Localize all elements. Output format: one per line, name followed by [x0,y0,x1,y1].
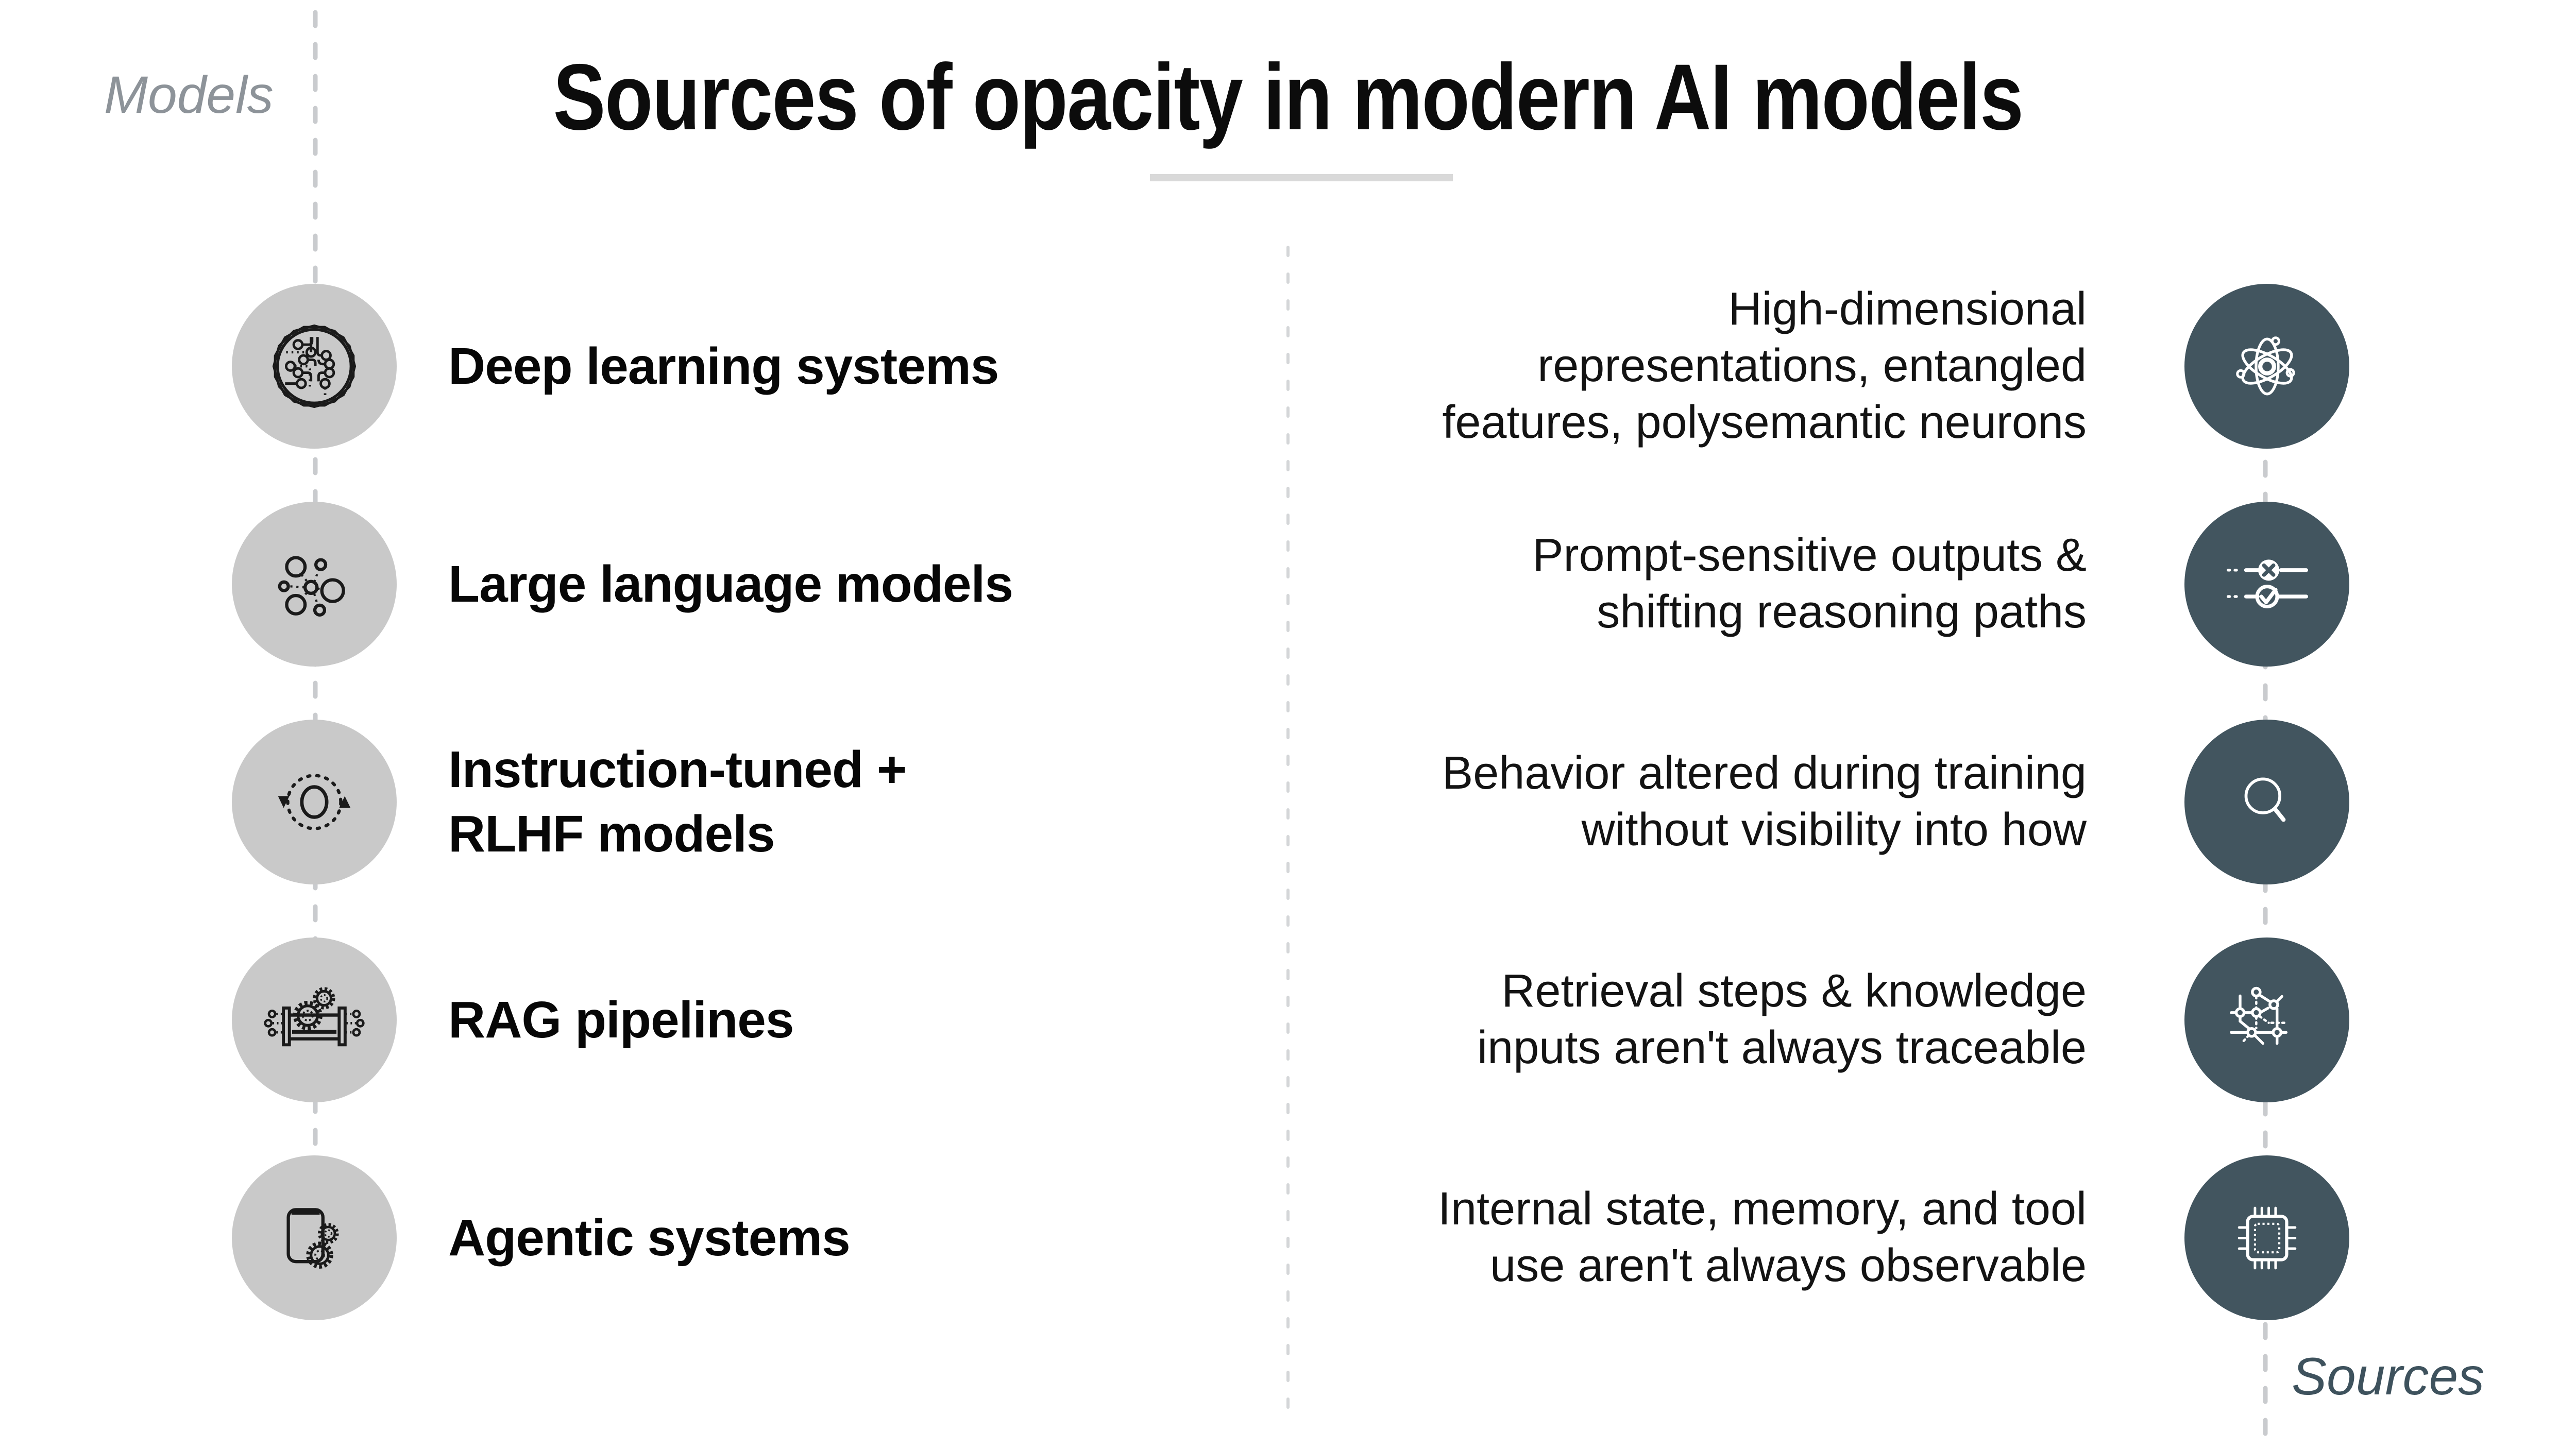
model-label: RAG pipelines [448,991,794,1049]
pipeline-gears-icon [264,987,365,1047]
model-bubble [232,1155,397,1320]
model-bubble [232,284,397,449]
source-bubble [2184,1155,2349,1320]
source-bubble [2184,720,2349,884]
page-title: Sources of opacity in modern AI models [553,44,2024,149]
model-bubble [232,720,397,884]
model-label: Agentic systems [448,1208,851,1267]
source-description: High-dimensional representations, entang… [1442,283,2087,448]
model-label: Large language models [448,555,1013,613]
sources-column-label: Sources [2292,1347,2485,1406]
route-map-icon [2229,986,2287,1045]
sliders-status-icon [2226,559,2308,608]
model-bubble [232,937,397,1102]
atom-icon [2235,336,2295,395]
circuit-brain-icon [272,324,357,408]
model-label: Instruction-tuned + RLHF models [448,741,907,863]
window-gears-icon [286,1208,339,1269]
model-label: Deep learning systems [448,337,999,395]
node-cluster-icon [278,556,345,617]
magnifier-icon [2244,777,2285,822]
source-bubble [2184,284,2349,449]
source-description: Behavior altered during training without… [1442,747,2087,856]
models-column-label: Models [104,65,274,124]
source-bubble [2184,502,2349,667]
title-underline-divider [1150,174,1453,181]
source-description: Prompt-sensitive outputs & shifting reas… [1532,530,2087,638]
feedback-loop-icon [278,774,351,830]
model-bubble [232,502,397,667]
source-description: Retrieval steps & knowledge inputs aren'… [1477,965,2087,1073]
source-description: Internal state, memory, and tool use are… [1438,1183,2087,1291]
chip-icon [2238,1206,2296,1269]
source-bubble [2184,937,2349,1102]
